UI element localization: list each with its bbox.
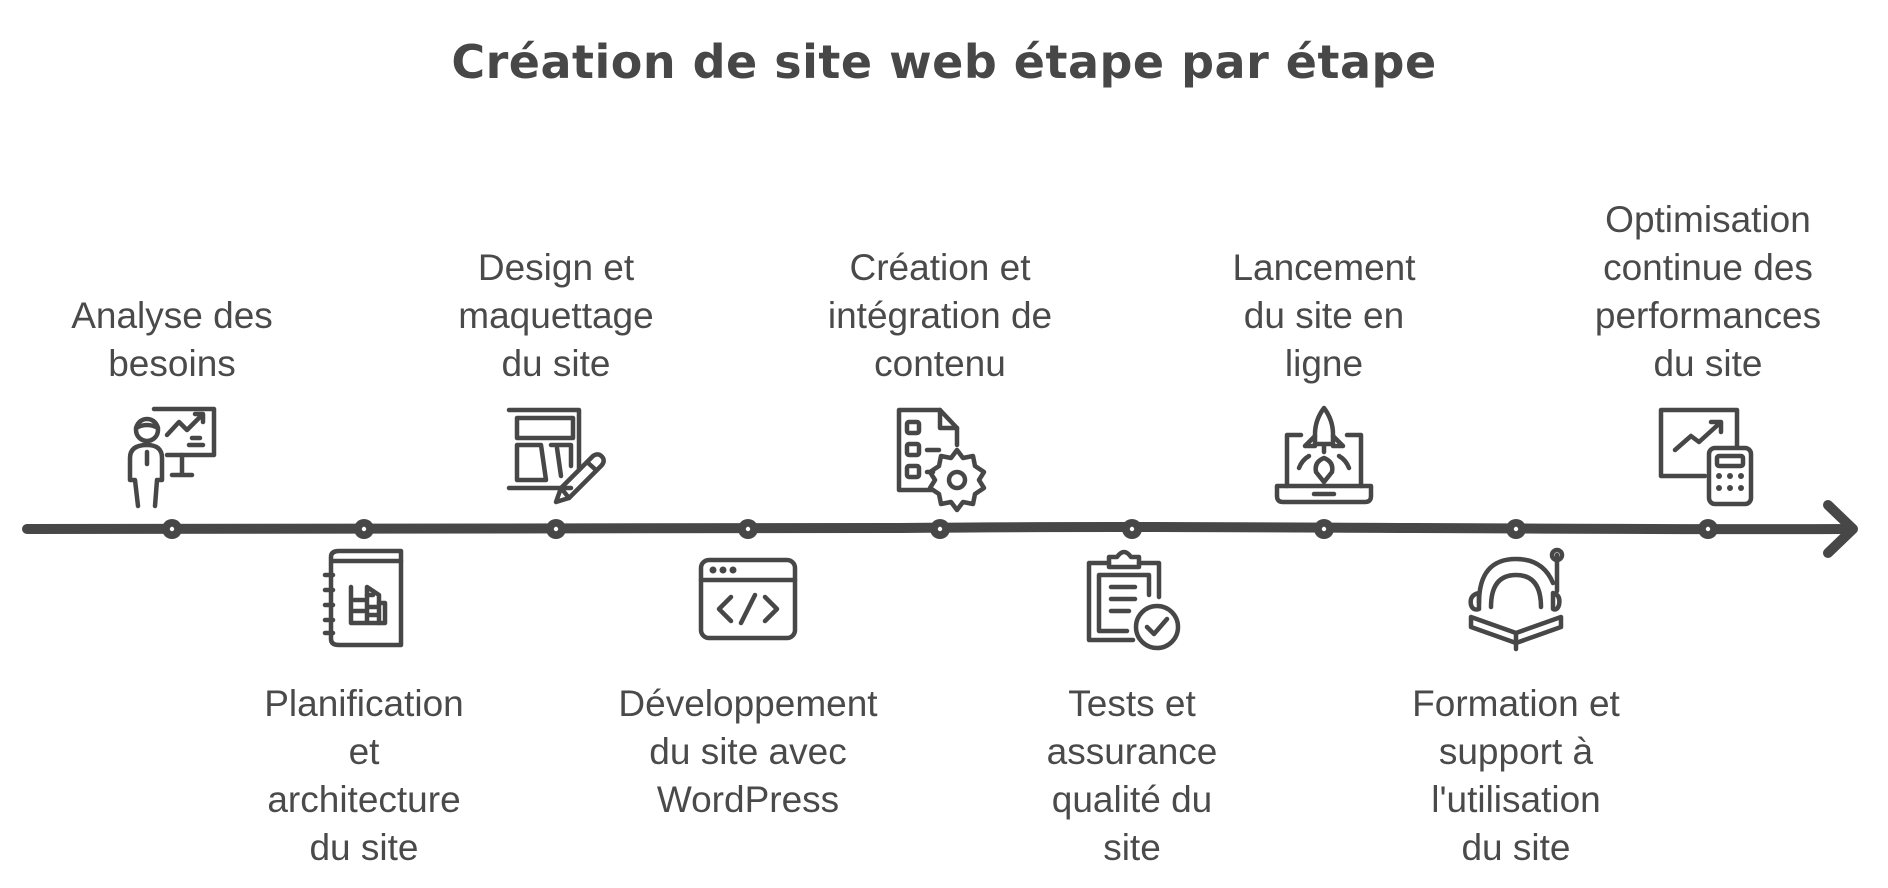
step-label-formation: Formation et support à l'utilisation du … [1412,683,1620,868]
spiral-notebook-blueprint-icon [309,545,419,655]
step-label-design: Design et maquettage du site [458,247,654,384]
arrow-right-icon [1823,500,1858,558]
step-label-lancement: Lancement du site en ligne [1232,247,1416,384]
step-label-planification: Planification et architecture du site [264,683,464,868]
step-label-contenu: Création et intégration de contenu [827,247,1053,384]
headset-book-icon [1461,545,1571,655]
presentation-chart-icon [117,400,227,510]
document-checklist-gear-icon [885,400,995,513]
wireframe-pencil-icon [501,400,611,510]
chart-calculator-icon [1653,400,1763,510]
clipboard-check-icon [1077,545,1187,655]
step-label-developpement: Développement du site avec WordPress [618,683,878,820]
diagram-title: Création de site web étape par étape [451,35,1437,89]
step-label-analyse: Analyse des besoins [71,295,273,384]
code-window-icon [693,545,803,655]
timeline-line [22,522,1857,535]
step-label-optimisation: Optimisation continue des performances d… [1594,199,1822,384]
laptop-rocket-icon [1269,400,1379,510]
step-label-tests: Tests et assurance qualité du site [1046,683,1218,868]
